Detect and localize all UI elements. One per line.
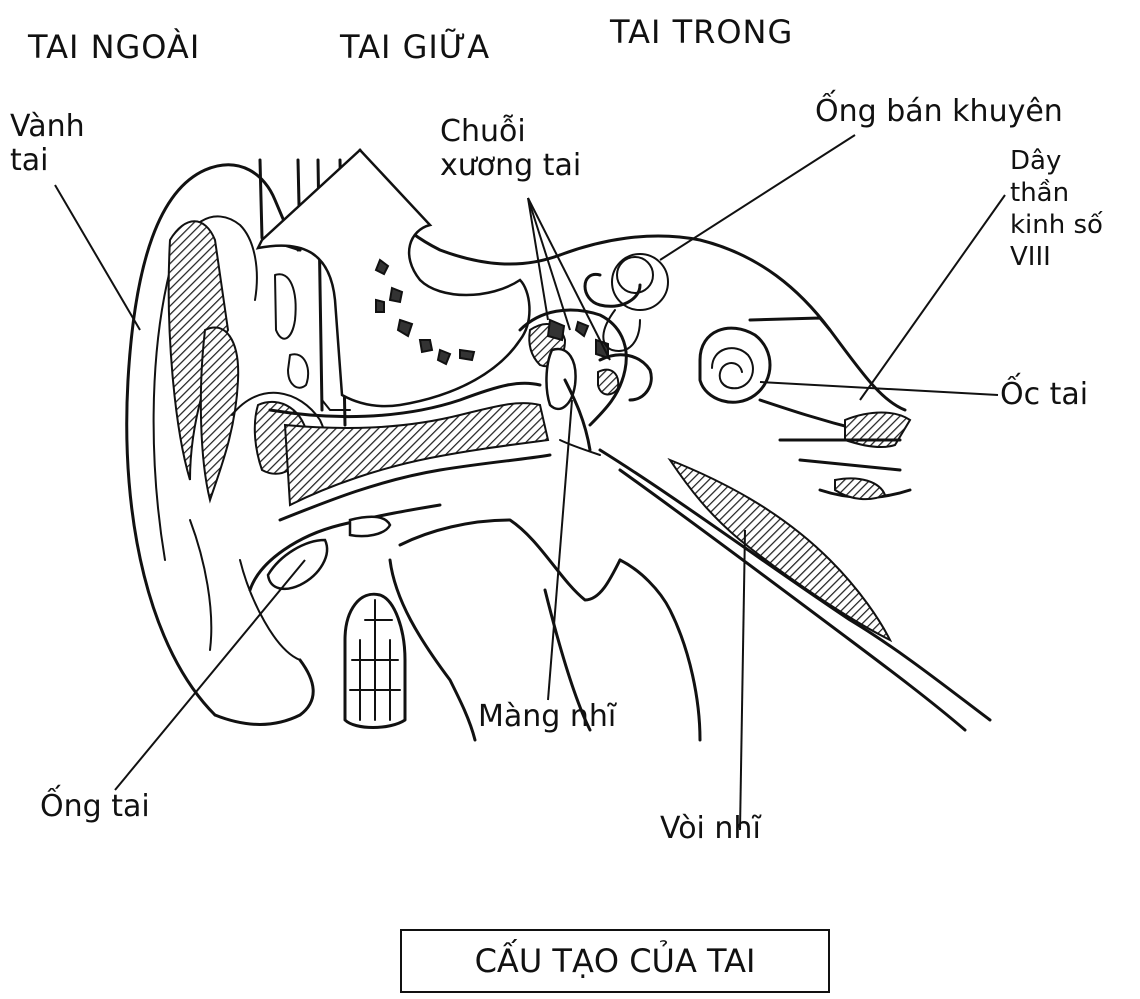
label-auditory-nerve: Dây thần kinh số VIII: [1010, 145, 1103, 273]
diagram-title: CẤU TẠO CỦA TAI: [400, 929, 830, 993]
label-pinna: Vành tai: [10, 110, 85, 178]
label-eustachian-tube: Vòi nhĩ: [660, 812, 761, 846]
label-ear-canal: Ống tai: [40, 790, 150, 824]
ear-canal-drawing: [250, 383, 550, 590]
header-middle-ear: TAI GIỮA: [340, 30, 490, 64]
header-inner-ear: TAI TRONG: [610, 15, 793, 49]
header-outer-ear: TAI NGOÀI: [28, 30, 200, 64]
label-ossicles: Chuỗi xương tai: [440, 115, 581, 183]
label-eardrum: Màng nhĩ: [478, 700, 616, 734]
mastoid-cells-drawing: [345, 594, 405, 727]
label-cochlea: Ốc tai: [1000, 378, 1088, 412]
label-semicircular-canals: Ống bán khuyên: [815, 95, 1063, 129]
